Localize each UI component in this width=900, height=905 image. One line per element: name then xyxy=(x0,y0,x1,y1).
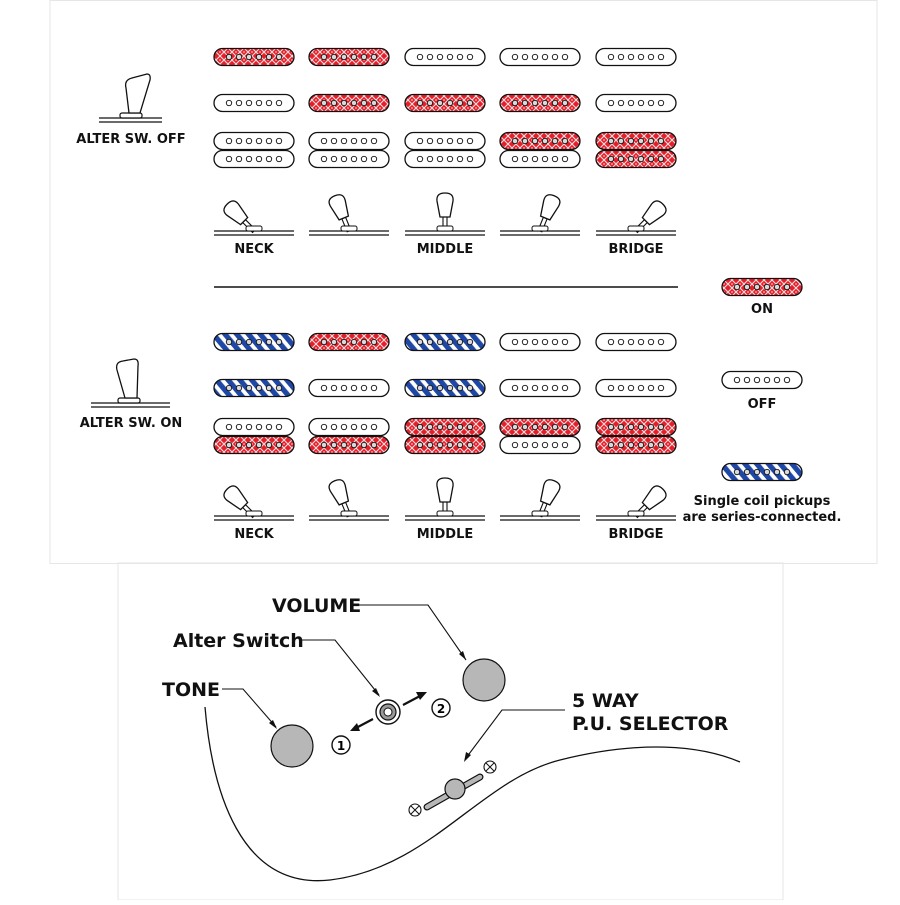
bottom-pickup-r3-c5-a xyxy=(595,417,677,437)
alter-switch-on-icon xyxy=(91,358,170,408)
bottom-pickup-r3-c2-a xyxy=(308,417,390,437)
top-pickup-r1-c1 xyxy=(213,47,295,67)
top-selector-position-2 xyxy=(309,194,389,236)
bottom-pickup-r1-c1 xyxy=(213,332,295,352)
top-pickup-r2-c5 xyxy=(595,93,677,113)
top-pickup-r2-c3 xyxy=(404,93,486,113)
pickup-grid xyxy=(213,47,677,455)
bottom-pickup-r1-c2 xyxy=(308,332,390,352)
bottom-selector-position-4 xyxy=(500,479,580,521)
top-pickup-r3-c5-b xyxy=(595,149,677,169)
alter-switch-knob[interactable] xyxy=(375,699,401,725)
legend-on-label: ON xyxy=(751,302,773,317)
bottom-pickup-r2-c2 xyxy=(308,378,390,398)
selector-label-line-2: P.U. SELECTOR xyxy=(572,713,729,735)
bottom-pickup-r1-c5 xyxy=(595,332,677,352)
volume-leader xyxy=(356,604,467,661)
direction-1-badge xyxy=(331,735,351,755)
bottom-pickup-r3-c5-b xyxy=(595,435,677,455)
bottom-pickup-r2-c5 xyxy=(595,378,677,398)
top-selector-position-5 xyxy=(596,200,676,236)
bottom-pickup-r2-c4 xyxy=(499,378,581,398)
legend-series-label-1: Single coil pickups xyxy=(694,494,831,509)
top-selector-position-4 xyxy=(500,194,580,236)
legend-series-swatch xyxy=(721,462,803,482)
alter-switch-off-icon xyxy=(99,73,162,123)
direction-2-badge xyxy=(431,698,451,718)
direction-2-arrow xyxy=(402,695,421,706)
direction-1-number: 1 xyxy=(337,739,345,753)
top-pickup-r3-c3-b xyxy=(404,149,486,169)
legend-series-label-2: are series-connected. xyxy=(683,510,842,525)
top-pickup-r2-c1 xyxy=(213,93,295,113)
screw-icon xyxy=(483,760,497,774)
top-pickup-r3-c5-a xyxy=(595,131,677,151)
five-way-selector[interactable] xyxy=(423,773,484,811)
bottom-pickup-r3-c2-b xyxy=(308,435,390,455)
bottom-pickup-r1-c3 xyxy=(404,332,486,352)
bottom-position-middle: MIDDLE xyxy=(417,527,474,542)
selector-position-icons xyxy=(214,192,676,521)
top-pickup-r3-c3-a xyxy=(404,131,486,151)
alter-switch-leader xyxy=(300,639,380,696)
top-pickup-r3-c2-a xyxy=(308,131,390,151)
bottom-pickup-r1-c4 xyxy=(499,332,581,352)
direction-1-arrow xyxy=(355,718,374,729)
selector-label-line-1: 5 WAY xyxy=(572,690,639,712)
top-position-neck: NECK xyxy=(234,242,274,257)
bottom-pickup-r3-c1-a xyxy=(213,417,295,437)
tone-label: TONE xyxy=(162,679,220,701)
direction-2-number: 2 xyxy=(437,702,445,716)
guitar-body-outline xyxy=(204,706,741,882)
bottom-pickup-r3-c4-b xyxy=(499,435,581,455)
tone-leader xyxy=(222,688,277,728)
top-pickup-r3-c1-b xyxy=(213,149,295,169)
top-position-bridge: BRIDGE xyxy=(608,242,663,257)
bottom-selector-position-3 xyxy=(405,477,485,521)
legend-off-label: OFF xyxy=(748,397,777,412)
top-pickup-r2-c4 xyxy=(499,93,581,113)
bottom-pickup-r2-c1 xyxy=(213,378,295,398)
top-pickup-r2-c2 xyxy=(308,93,390,113)
top-pickup-r1-c2 xyxy=(308,47,390,67)
volume-knob[interactable] xyxy=(462,658,506,702)
bottom-selector-position-2 xyxy=(309,479,389,521)
legend-off-swatch xyxy=(721,370,803,390)
alter-switch-off-label: ALTER SW. OFF xyxy=(76,132,185,147)
alter-switch-callout-label: Alter Switch xyxy=(173,630,304,652)
bottom-position-bridge: BRIDGE xyxy=(608,527,663,542)
top-position-middle: MIDDLE xyxy=(417,242,474,257)
bottom-pickup-r3-c3-b xyxy=(404,435,486,455)
top-pickup-r1-c3 xyxy=(404,47,486,67)
alter-switch-on-label: ALTER SW. ON xyxy=(80,416,183,431)
bottom-pickup-r3-c3-a xyxy=(404,417,486,437)
top-pickup-r1-c5 xyxy=(595,47,677,67)
legend xyxy=(721,277,803,482)
top-selector-position-1 xyxy=(214,200,294,236)
top-pickup-r3-c2-b xyxy=(308,149,390,169)
bottom-selector-position-5 xyxy=(596,485,676,521)
volume-label: VOLUME xyxy=(272,595,361,617)
screw-icon xyxy=(408,803,422,817)
bottom-pickup-r3-c1-b xyxy=(213,435,295,455)
top-pickup-r3-c4-a xyxy=(499,131,581,151)
top-selector-position-3 xyxy=(405,192,485,236)
bottom-selector-position-1 xyxy=(214,485,294,521)
bottom-pickup-r3-c4-a xyxy=(499,417,581,437)
bottom-pickup-r2-c3 xyxy=(404,378,486,398)
legend-on-swatch xyxy=(721,277,803,297)
bottom-position-neck: NECK xyxy=(234,527,274,542)
top-pickup-r3-c4-b xyxy=(499,149,581,169)
tone-knob[interactable] xyxy=(270,724,314,768)
top-pickup-r1-c4 xyxy=(499,47,581,67)
top-pickup-r3-c1-a xyxy=(213,131,295,151)
selector-leader xyxy=(465,709,565,759)
